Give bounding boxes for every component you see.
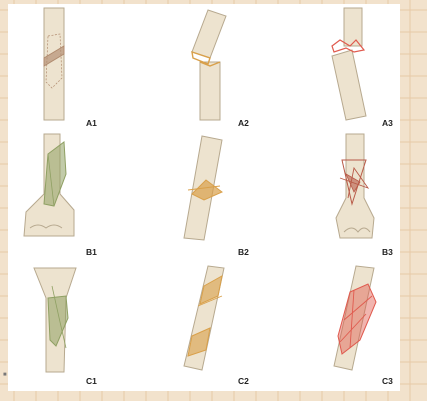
panel-label: A1 bbox=[86, 118, 97, 128]
panel-A3-drawing bbox=[270, 6, 400, 130]
bone-proximal-fragment bbox=[344, 8, 362, 46]
panel-label: C3 bbox=[382, 376, 393, 386]
panel-label: B2 bbox=[238, 247, 249, 257]
panel-A2-drawing bbox=[138, 6, 268, 130]
panel-label: B1 bbox=[86, 247, 97, 257]
panel-A1-drawing bbox=[8, 6, 138, 130]
panel-C2-drawing bbox=[138, 262, 268, 386]
panel-C2: C2 bbox=[138, 262, 268, 386]
panel-label: B3 bbox=[382, 247, 393, 257]
bone-distal-fragment bbox=[332, 50, 366, 120]
panel-B3-drawing bbox=[270, 134, 400, 258]
bone-proximal-fragment bbox=[192, 10, 226, 58]
panel-label: A2 bbox=[238, 118, 249, 128]
bone-distal-fragment bbox=[200, 62, 220, 120]
panel-A1: A1 bbox=[8, 6, 138, 130]
panel-B2: B2 bbox=[138, 134, 268, 258]
corner-mark-icon: ■ bbox=[3, 372, 7, 378]
panel-label: C2 bbox=[238, 376, 249, 386]
panel-label: C1 bbox=[86, 376, 97, 386]
fracture-classification-figure: A1 A2 A3 B1 B2 bbox=[8, 4, 400, 391]
panel-C3-drawing bbox=[270, 262, 400, 386]
panel-A3: A3 bbox=[270, 6, 400, 130]
panel-B2-drawing bbox=[138, 134, 268, 258]
panel-C1: C1 bbox=[8, 262, 138, 386]
panel-B1-drawing bbox=[8, 134, 138, 258]
panel-B3: B3 bbox=[270, 134, 400, 258]
panel-label: A3 bbox=[382, 118, 393, 128]
panel-A2: A2 bbox=[138, 6, 268, 130]
panel-C1-drawing bbox=[8, 262, 138, 386]
panel-C3: C3 bbox=[270, 262, 400, 386]
panel-B1: B1 bbox=[8, 134, 138, 258]
